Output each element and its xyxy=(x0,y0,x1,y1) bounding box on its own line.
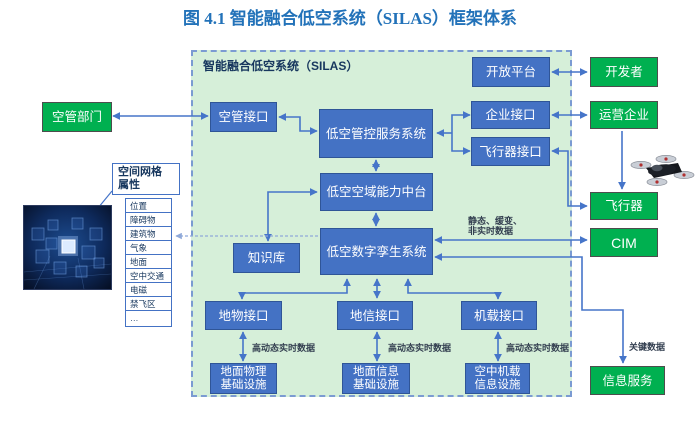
grid-attribute-item: 空中交通 xyxy=(126,269,171,283)
node-capability-platform: 低空空域能力中台 xyxy=(320,173,433,211)
node-ground-info-infra: 地面信息 基础设施 xyxy=(342,363,410,394)
node-control-service: 低空管控服务系统 xyxy=(319,109,433,158)
node-ground-physical-infra: 地面物理 基础设施 xyxy=(210,363,277,394)
grid-attribute-item: 建筑物 xyxy=(126,227,171,241)
grid-attributes-list: 位置 障碍物 建筑物 气象 地面 空中交通 电磁 禁飞区 … xyxy=(125,198,172,327)
node-open-platform: 开放平台 xyxy=(472,57,550,87)
node-operator: 运营企业 xyxy=(590,101,658,129)
label-high-dynamic-1: 高动态实时数据 xyxy=(252,343,316,353)
node-digital-twin: 低空数字孪生系统 xyxy=(320,228,433,275)
node-developer: 开发者 xyxy=(590,57,658,87)
node-atc-dept: 空管部门 xyxy=(42,102,112,132)
voxel-grid-image xyxy=(23,205,112,290)
grid-attribute-item: 气象 xyxy=(126,241,171,255)
label-static-slow-data: 静态、缓变、 非实时数据 xyxy=(468,216,523,236)
drone-image xyxy=(626,150,698,196)
node-knowledge-base: 知识库 xyxy=(233,243,300,273)
grid-attribute-item: 位置 xyxy=(126,199,171,213)
grid-attribute-item: 地面 xyxy=(126,255,171,269)
grid-attributes-title: 空间网格 属性 xyxy=(112,163,180,195)
node-onboard-interface: 机载接口 xyxy=(461,301,537,330)
grid-attribute-item: 障碍物 xyxy=(126,213,171,227)
grid-attribute-item: … xyxy=(130,313,139,323)
grid-attribute-item: 电磁 xyxy=(126,283,171,297)
node-aircraft-interface: 飞行器接口 xyxy=(471,137,550,166)
node-cim: CIM xyxy=(590,228,658,257)
label-high-dynamic-3: 高动态实时数据 xyxy=(506,343,570,353)
grid-attribute-item: 禁飞区 xyxy=(126,297,171,311)
node-enterprise-interface: 企业接口 xyxy=(471,101,550,129)
node-geo-info-interface: 地信接口 xyxy=(337,301,413,330)
silas-system-label: 智能融合低空系统（SILAS） xyxy=(203,59,359,73)
label-key-data: 关键数据 xyxy=(629,342,666,352)
node-aircraft: 飞行器 xyxy=(590,192,658,220)
label-high-dynamic-2: 高动态实时数据 xyxy=(388,343,452,353)
figure-title: 图 4.1 智能融合低空系统（SILAS）框架体系 xyxy=(183,9,517,28)
node-airborne-info-infra: 空中机载 信息设施 xyxy=(465,363,530,394)
node-info-service: 信息服务 xyxy=(590,366,665,395)
node-ground-object-interface: 地物接口 xyxy=(205,301,282,330)
node-atc-interface: 空管接口 xyxy=(210,102,277,132)
